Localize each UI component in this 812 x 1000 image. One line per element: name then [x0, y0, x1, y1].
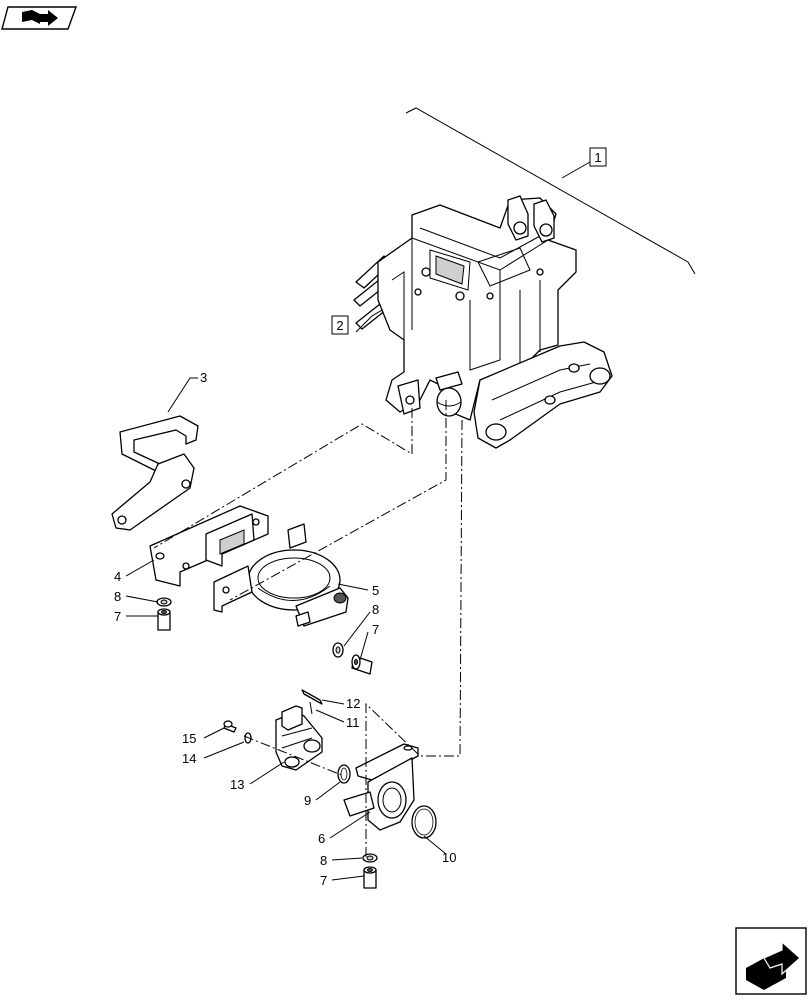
callout-4: 4 [114, 569, 121, 584]
o-ring-part-9 [337, 764, 351, 784]
callout-14: 14 [182, 751, 196, 766]
callout-15: 15 [182, 731, 196, 746]
callout-2: 2 [336, 318, 343, 333]
callout-9: 9 [304, 793, 311, 808]
callout-1-box [589, 147, 607, 167]
assembly-bracket-line [405, 107, 696, 275]
book-arrow-icon[interactable] [1, 6, 77, 30]
spring-part-11 [309, 701, 313, 715]
callout-7-bottom: 7 [320, 873, 327, 888]
support-bracket-part-6 [343, 743, 419, 831]
callout-2-box [331, 315, 349, 335]
washer-part-8-bottom [362, 853, 378, 863]
o-ring-part-10 [411, 805, 437, 839]
screw-part-7-bottom [363, 866, 377, 889]
callout-7-left: 7 [114, 609, 121, 624]
callout-10: 10 [442, 850, 456, 865]
callout-8-middle: 8 [372, 602, 379, 617]
valve-block-part-13 [275, 705, 323, 771]
callout-3: 3 [200, 370, 207, 385]
screw-part-7-left [157, 608, 171, 631]
callout-1: 1 [594, 150, 601, 165]
callout-12: 12 [346, 696, 360, 711]
callout-11: 11 [346, 715, 360, 730]
hitch-frame-assembly [353, 195, 613, 449]
callout-8-bottom: 8 [320, 853, 327, 868]
screw-part-7-middle [351, 654, 373, 675]
callout-8-left: 8 [114, 589, 121, 604]
pin-part-12 [301, 689, 323, 705]
leader-lines [125, 309, 447, 881]
callout-13: 13 [230, 777, 244, 792]
screw-part-15 [223, 720, 237, 733]
washer-part-8-left [156, 597, 172, 607]
strap-clamp-part-5 [213, 523, 349, 627]
callout-5: 5 [372, 583, 379, 598]
alignment-lines [153, 400, 463, 860]
next-page-arrow-icon[interactable] [735, 927, 807, 995]
washer-part-8-middle [332, 642, 344, 658]
callout-7-middle: 7 [372, 622, 379, 637]
callout-6: 6 [318, 831, 325, 846]
clip-bracket-part-3 [111, 415, 199, 531]
mounting-plate-part-4 [149, 505, 269, 587]
